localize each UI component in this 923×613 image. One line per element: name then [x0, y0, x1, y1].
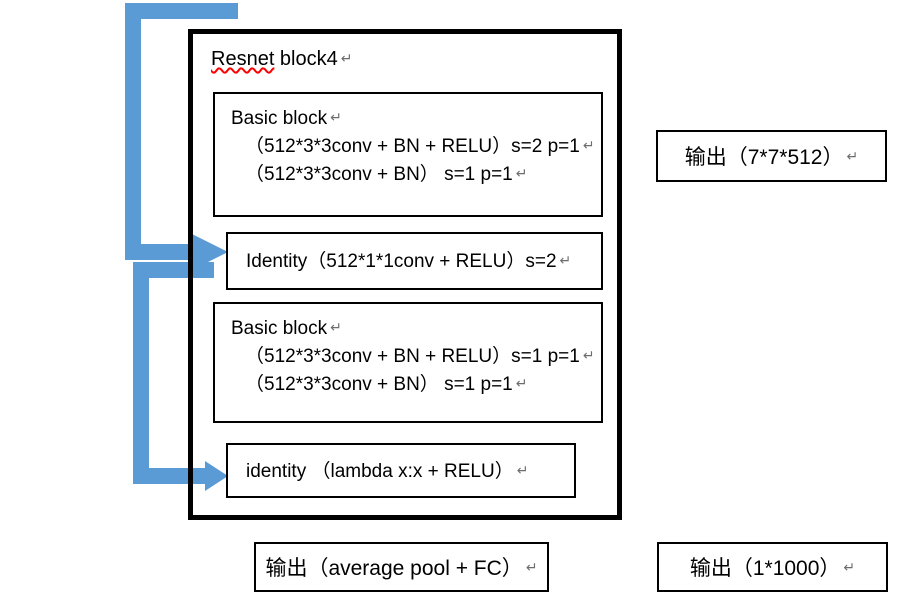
- title-rest: block4: [274, 48, 338, 70]
- identity-1-label: Identity（512*1*1conv + RELU）s=2↵: [246, 251, 572, 272]
- output-classes-label: 输出（1*1000）: [689, 557, 841, 580]
- pilcrow-icon: ↵: [340, 50, 353, 66]
- basic-block-1-line-1: （512*3*3conv + BN + RELU）s=2 p=1↵: [245, 136, 595, 157]
- identity-2-label: identity （lambda x:x + RELU）↵: [246, 460, 529, 482]
- output-classes-box[interactable]: 输出（1*1000）↵: [657, 542, 888, 592]
- basic-block-1-heading: Basic block↵: [231, 108, 342, 129]
- basic-block-2-line-2: （512*3*3conv + BN） s=1 p=1↵: [245, 374, 528, 395]
- page-title: Resnet block4↵: [211, 45, 352, 72]
- pilcrow-icon: ↵: [559, 252, 572, 268]
- identity-2-box[interactable]: identity （lambda x:x + RELU）↵: [226, 443, 576, 498]
- pilcrow-icon: ↵: [515, 375, 528, 391]
- output-feature-map-label: 输出（7*7*512）: [684, 146, 844, 169]
- identity-1-box[interactable]: Identity（512*1*1conv + RELU）s=2↵: [226, 232, 603, 290]
- pilcrow-icon: ↵: [843, 558, 856, 575]
- basic-block-1-box[interactable]: Basic block↵ （512*3*3conv + BN + RELU）s=…: [213, 92, 603, 217]
- output-feature-map-box[interactable]: 输出（7*7*512）↵: [656, 130, 887, 182]
- pilcrow-icon: ↵: [330, 319, 342, 335]
- basic-block-2-heading: Basic block↵: [231, 318, 342, 339]
- pilcrow-icon: ↵: [582, 137, 595, 153]
- output-avgpool-fc-label: 输出（average pool + FC）: [265, 557, 523, 580]
- basic-block-2-line-1: （512*3*3conv + BN + RELU）s=1 p=1↵: [245, 346, 595, 367]
- basic-block-1-line-2: （512*3*3conv + BN） s=1 p=1↵: [245, 164, 528, 185]
- output-avgpool-fc-box[interactable]: 输出（average pool + FC）↵: [254, 542, 549, 592]
- resnet-block4-container: [188, 29, 622, 520]
- basic-block-2-box[interactable]: Basic block↵ （512*3*3conv + BN + RELU）s=…: [213, 302, 603, 423]
- pilcrow-icon: ↵: [516, 461, 529, 478]
- pilcrow-icon: ↵: [515, 165, 528, 181]
- pilcrow-icon: ↵: [846, 147, 859, 164]
- pilcrow-icon: ↵: [525, 558, 538, 575]
- title-misspelled-word: Resnet: [211, 48, 275, 70]
- pilcrow-icon: ↵: [330, 109, 342, 125]
- pilcrow-icon: ↵: [582, 347, 595, 363]
